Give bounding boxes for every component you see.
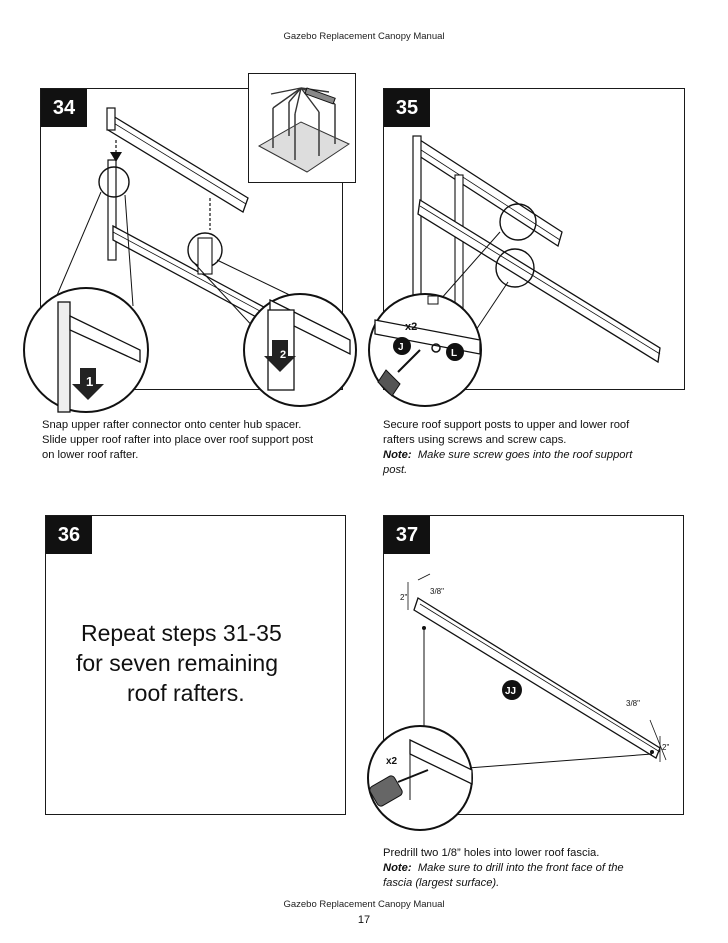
note-text: Make sure screw goes into the roof suppo… [417,449,633,461]
step-35-caption: Secure roof support posts to upper and l… [383,418,703,478]
caption-note-continued: post. [383,464,408,476]
step-number: 37 [384,516,430,554]
note-label: Note: [383,862,412,874]
caption-line: on lower roof rafter. [42,449,139,461]
step-35-panel: 35 [383,88,685,390]
step-number: 36 [46,516,92,554]
step-37-caption: Predrill two 1/8” holes into lower roof … [383,846,703,891]
step-number: 35 [384,89,430,127]
gazebo-overview-inset [248,73,356,183]
caption-line: Snap upper rafter connector onto center … [42,419,302,431]
repeat-line-3: roof rafters. [127,680,245,706]
page-footer: Gazebo Replacement Canopy Manual [283,899,445,910]
repeat-line-2: for seven remaining [76,650,278,676]
caption-line: Predrill two 1/8” holes into lower roof … [383,847,600,859]
repeat-instruction: Repeat steps 31-35 for seven remaining r… [45,618,346,708]
step-37-panel: 37 [383,515,684,815]
gazebo-frame-illustration [257,87,351,173]
caption-line: rafters using screws and screw caps. [383,434,567,446]
step-34-caption: Snap upper rafter connector onto center … [42,418,362,463]
repeat-line-1: Repeat steps 31-35 [81,620,282,646]
caption-line: Secure roof support posts to upper and l… [383,419,630,431]
note-label: Note: [383,449,412,461]
page-number: 17 [357,914,371,926]
caption-line: Slide upper roof rafter into place over … [42,434,314,446]
caption-note: Note: Make sure screw goes into the roof… [383,448,703,463]
note-text: Make sure to drill into the front face o… [417,862,624,874]
step-number: 34 [41,89,87,127]
caption-note: Note: Make sure to drill into the front … [383,861,703,876]
caption-note-continued: fascia (largest surface). [383,877,500,889]
page-header: Gazebo Replacement Canopy Manual [283,31,445,42]
step-36-panel: 36 [45,515,346,815]
